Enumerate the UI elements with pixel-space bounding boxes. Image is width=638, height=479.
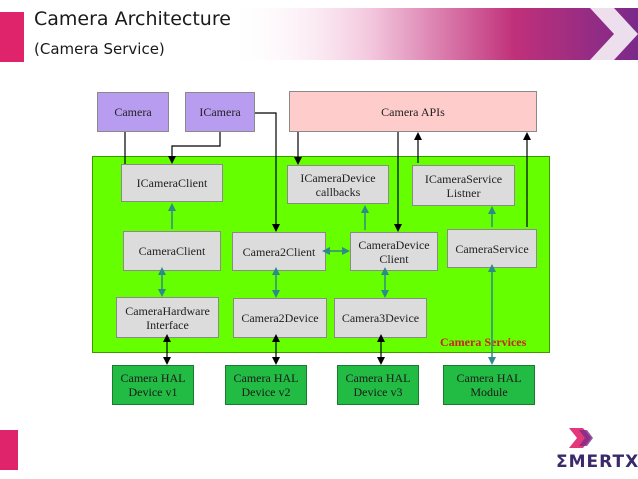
camera2client-node: Camera2Client	[232, 232, 326, 271]
hal-device-v3-node: Camera HAL Device v3	[337, 365, 419, 405]
icameraservice-listner-node: ICameraService Listner	[412, 165, 515, 206]
hal-device-v2-node: Camera HAL Device v2	[225, 365, 307, 405]
camerahardware-interface-node: CameraHardware Interface	[116, 297, 219, 338]
accent-bar-top	[0, 12, 24, 62]
camera-services-label: Camera Services	[440, 335, 527, 349]
icamera-node: ICamera	[185, 92, 255, 132]
emertxe-logo-icon	[569, 428, 593, 448]
hal-device-v1-node: Camera HAL Device v1	[112, 365, 194, 405]
accent-bar-bottom	[0, 430, 18, 470]
slide-subtitle: (Camera Service)	[34, 40, 165, 58]
camera3device-node: Camera3Device	[334, 298, 427, 338]
slide-title: Camera Architecture	[34, 8, 231, 30]
hal-module-node: Camera HAL Module	[443, 365, 535, 405]
camera-node: Camera	[97, 92, 169, 132]
cameraclient-node: CameraClient	[123, 231, 221, 271]
cameradevice-client-node: CameraDevice Client	[350, 232, 438, 271]
cameraservice-node: CameraService	[447, 229, 537, 268]
emertxe-logo-text: ΣMERTXE	[556, 452, 638, 472]
icameradevice-callbacks-node: ICameraDevice callbacks	[287, 165, 389, 204]
camera-apis-node: Camera APIs	[289, 91, 537, 132]
camera2device-node: Camera2Device	[233, 298, 327, 338]
title-banner	[228, 8, 638, 60]
icameraclient-node: ICameraClient	[121, 164, 223, 202]
